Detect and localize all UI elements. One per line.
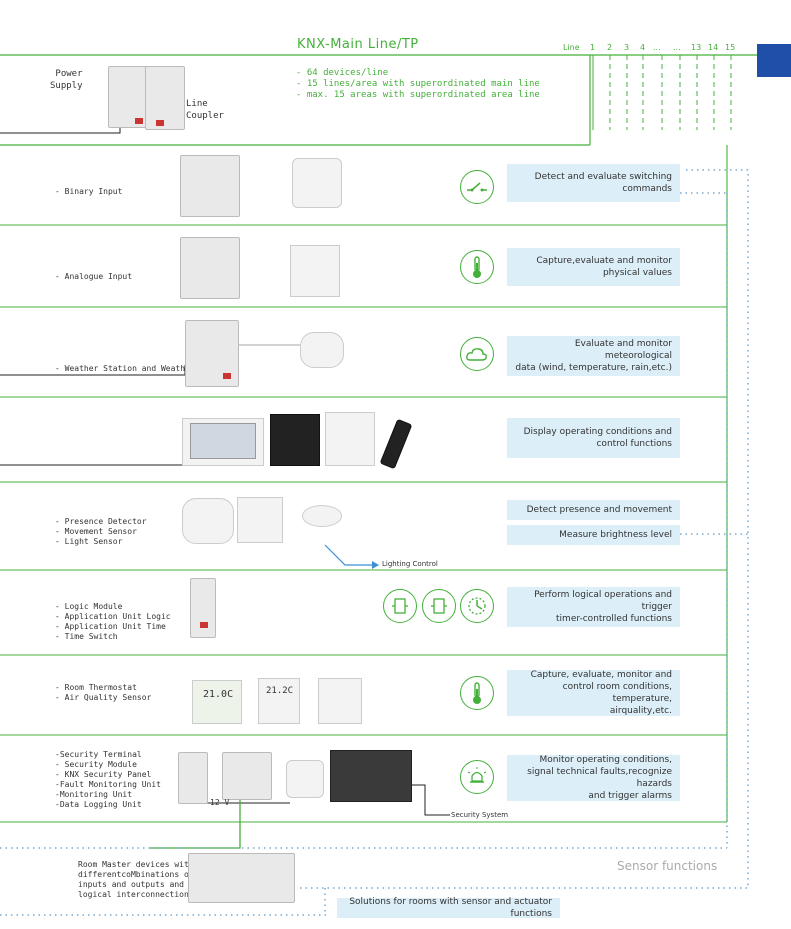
line-number: 13	[691, 43, 702, 52]
weather-station-terminal	[223, 373, 231, 379]
main-line-specs: - 64 devices/line - 15 lines/area with s…	[296, 68, 540, 100]
row-label-security: -Security Terminal - Security Module - K…	[55, 750, 161, 809]
thermostat-display: 21.0C	[203, 689, 234, 700]
glass-push-button	[270, 414, 320, 466]
movement-sensor-device	[237, 497, 283, 543]
power-supply-device	[108, 66, 150, 128]
thermometer-icon	[460, 250, 494, 284]
lighting-control-label: Lighting Control	[382, 560, 438, 568]
line-label: Line	[563, 43, 580, 52]
weather-icon	[460, 337, 494, 371]
security-terminal-device	[178, 752, 208, 804]
logic-module-terminal	[200, 622, 208, 628]
line-number: ...	[673, 43, 681, 52]
function-box-brightness: Measure brightness level	[507, 525, 680, 545]
alarm-icon	[460, 760, 494, 794]
binary-input-interface	[292, 158, 342, 208]
function-text: control room conditions, temperature,	[562, 682, 672, 704]
logic-icon	[422, 589, 456, 623]
security-panel-device	[330, 750, 412, 802]
function-box-security: Monitor operating conditions, signal tec…	[507, 755, 680, 801]
coupler-terminal	[156, 120, 164, 126]
air-quality-sensor-device	[318, 678, 362, 724]
timer-icon	[460, 589, 494, 623]
line-drops	[592, 55, 732, 130]
weather-sensor-device	[300, 332, 344, 368]
solutions-text: Solutions for rooms with sensor and actu…	[349, 897, 552, 919]
binary-input-device	[180, 155, 240, 217]
touch-panel-screen	[190, 423, 256, 459]
row-label-logic: - Logic Module - Application Unit Logic …	[55, 602, 171, 641]
voltage-label: 12 V	[210, 798, 230, 807]
function-text: Detect presence and movement	[526, 505, 672, 515]
room-thermostat-device	[192, 680, 242, 724]
row-label-binary-input: - Binary Input	[55, 187, 123, 196]
room-thermostat-device-2	[258, 678, 300, 724]
function-box-weather: Evaluate and monitor meteorological data…	[507, 336, 680, 376]
function-text: signal technical faults,recognize hazard…	[527, 767, 672, 789]
coupler-terminal	[135, 118, 143, 124]
function-text: control functions	[596, 439, 672, 449]
analogue-input-device	[180, 237, 240, 299]
line-number: 1	[590, 43, 596, 52]
security-module-device	[222, 752, 272, 800]
row-label-thermostat: - Room Thermostat - Air Quality Sensor	[55, 683, 152, 702]
line-number: 4	[640, 43, 646, 52]
row-label-presence: - Presence Detector - Movement Sensor - …	[55, 517, 147, 546]
switch-icon	[460, 170, 494, 204]
function-text: physical values	[602, 268, 672, 278]
function-text: and trigger alarms	[588, 791, 672, 801]
push-button-device	[325, 412, 375, 466]
function-box-analogue: Capture,evaluate and monitor physical va…	[507, 248, 680, 286]
function-box-presence: Detect presence and movement	[507, 500, 680, 520]
function-text: Display operating conditions and	[523, 427, 672, 437]
function-text: airquality,etc.	[609, 706, 672, 716]
line-number: 2	[607, 43, 613, 52]
function-box-thermostat: Capture, evaluate, monitor and control r…	[507, 670, 680, 716]
function-text: data (wind, temperature, rain,etc.)	[515, 363, 672, 373]
function-box-logic: Perform logical operations and trigger t…	[507, 587, 680, 627]
function-text: Capture, evaluate, monitor and	[530, 670, 672, 680]
thermometer-icon	[460, 676, 494, 710]
function-text: Perform logical operations and trigger	[534, 590, 672, 612]
room-master-device	[188, 853, 295, 903]
analogue-sensor-device	[290, 245, 340, 297]
light-sensor-device	[302, 505, 342, 527]
function-box-display: Display operating conditions and control…	[507, 418, 680, 458]
line-number: 3	[624, 43, 630, 52]
function-text: timer-controlled functions	[556, 614, 672, 624]
section-tab	[757, 44, 791, 77]
function-text: Capture,evaluate and monitor	[536, 256, 672, 266]
power-supply-label: Power Supply	[50, 69, 83, 91]
main-line-title: KNX-Main Line/TP	[297, 37, 419, 52]
thermostat-display: 21.2C	[266, 686, 294, 696]
function-text: Monitor operating conditions,	[539, 755, 672, 765]
function-text: Detect and evaluate switching	[534, 172, 672, 182]
function-text: Measure brightness level	[559, 530, 672, 540]
row-label-analogue-input: - Analogue Input	[55, 272, 133, 281]
presence-detector-device	[182, 498, 234, 544]
line-coupler-device	[145, 66, 185, 130]
line-number: ...	[653, 43, 661, 52]
line-number: 15	[725, 43, 736, 52]
function-box-binary: Detect and evaluate switching commands	[507, 164, 680, 202]
function-text: commands	[622, 184, 672, 194]
logic-module-device	[190, 578, 216, 638]
sensor-functions-label: Sensor functions	[617, 859, 718, 873]
security-system-label: Security System	[451, 811, 509, 819]
line-coupler-label: Line Coupler	[186, 99, 224, 121]
line-number: 14	[708, 43, 719, 52]
function-text: Evaluate and monitor meteorological	[574, 339, 672, 361]
solutions-box: Solutions for rooms with sensor and actu…	[337, 897, 560, 919]
monitoring-unit-device	[286, 760, 324, 798]
logic-icon	[383, 589, 417, 623]
